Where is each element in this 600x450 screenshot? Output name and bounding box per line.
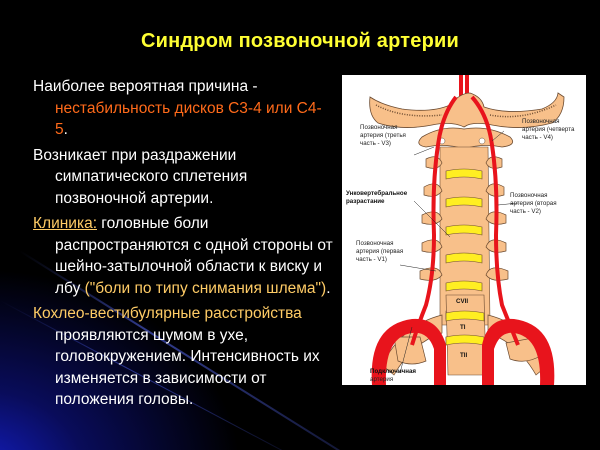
label-v2-line3: часть - V2) (510, 208, 541, 215)
label-v3-line1: Позвоночная (360, 124, 397, 131)
paragraph-mechanism: Возникает при раздражении симпатического… (33, 145, 333, 210)
label-t2: TII (460, 352, 467, 359)
transverse-processes (419, 156, 509, 281)
label-v2-line2: артерия (вторая (510, 200, 557, 207)
cause-end: . (63, 121, 68, 138)
label-uncovertebral-line1: Унковертебральное (346, 190, 408, 197)
label-v2-line1: Позвоночная (510, 192, 547, 199)
label-uncovertebral-line2: разрастание (346, 198, 385, 205)
vertebral-artery-right (470, 95, 520, 346)
slide-body: Наиболее вероятная причина - нестабильно… (33, 76, 333, 415)
paragraph-cause: Наиболее вероятная причина - нестабильно… (33, 76, 333, 141)
slide-title: Синдром позвоночной артерии (140, 30, 460, 52)
foramen (478, 137, 486, 145)
subclavian-artery-right (482, 318, 555, 385)
label-v4-line3: часть - V4) (522, 134, 553, 141)
vertebral-artery-left (410, 95, 458, 346)
artery-top (459, 75, 463, 97)
anatomy-diagram: CVII TI TII Позвоночная артерия (третья … (346, 75, 575, 385)
leader-lines (399, 130, 519, 374)
clavicle-left (393, 336, 427, 365)
cause-highlight: нестабильность дисков С3-4 или С4-5 (55, 99, 322, 139)
label-c7: CVII (456, 298, 468, 305)
label-subclavian-line2: артерия (370, 376, 393, 383)
paragraph-clinic: Клиника: головные боли распространяются … (33, 213, 333, 299)
mechanism-text: Возникает при раздражении симпатического… (33, 146, 248, 207)
clinic-end: . (326, 279, 331, 297)
label-v3-line3: часть - V3) (360, 140, 391, 147)
clinic-text: головные боли распространяются с одной с… (55, 215, 333, 297)
cause-intro: Наиболее вероятная причина - (33, 78, 258, 95)
label-t1: TI (460, 324, 466, 331)
clinic-label: Клиника: (33, 215, 97, 232)
bone-texture (489, 104, 557, 118)
label-subclavian-line1: Подключичная (370, 368, 416, 375)
vertebra-c1 (418, 127, 514, 150)
artery-top (465, 75, 469, 97)
cochleo-highlight: Кохлео-вестибулярные расстройства (33, 305, 302, 322)
cochleo-text: проявляются шумом в ухе, головокружением… (55, 326, 320, 409)
subclavian-artery-left (371, 318, 446, 385)
label-v1-line3: часть - V1) (356, 256, 387, 263)
spine-artery-illustration: CVII TI TII Позвоночная артерия (третья … (342, 75, 586, 385)
paragraph-cochleovestibular: Кохлео-вестибулярные расстройства проявл… (33, 303, 333, 411)
disc-c7-t1 (445, 310, 485, 322)
label-v4-line2: артерия (четверта (522, 126, 575, 133)
label-v3-line2: артерия (третья (360, 132, 406, 139)
clinic-highlight: ("боли по типу снимания шлема") (84, 279, 327, 297)
bone-texture (375, 104, 443, 117)
label-v1-line2: артерия (первая (356, 248, 403, 255)
label-v4-line1: Позвоночная (522, 118, 559, 125)
label-v1-line1: Позвоночная (356, 240, 393, 247)
